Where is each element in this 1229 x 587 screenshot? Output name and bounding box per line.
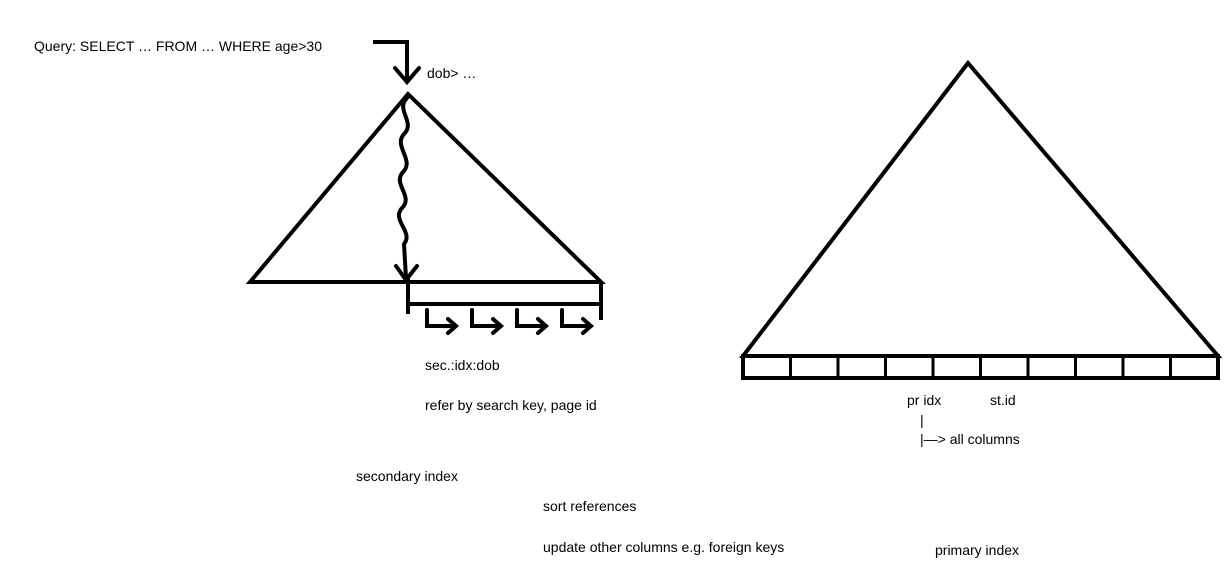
refer-label: refer by search key, page id bbox=[425, 397, 597, 413]
pointer-bar-label: | bbox=[920, 412, 924, 428]
search-path-squiggle bbox=[397, 96, 410, 280]
primary-index-tree bbox=[738, 59, 1223, 358]
primary-index-key-label: pr idx bbox=[907, 392, 942, 408]
leaf-scan-arrow bbox=[560, 308, 595, 335]
query-arrow bbox=[373, 40, 409, 80]
primary-index-label: primary index bbox=[935, 542, 1020, 558]
dob-condition-label: dob> … bbox=[427, 65, 477, 81]
all-columns-label: |—> all columns bbox=[920, 431, 1020, 447]
secondary-leaf-level bbox=[406, 278, 603, 320]
leaf-scan-arrow bbox=[515, 308, 550, 335]
leaf-scan-arrow bbox=[425, 308, 460, 335]
primary-leaf-cells bbox=[789, 356, 1172, 378]
secondary-index-name-label: sec.:idx:dob bbox=[425, 357, 500, 373]
secondary-index-tree bbox=[245, 91, 606, 284]
query-arrow-head bbox=[393, 66, 421, 86]
query-label: Query: SELECT … FROM … WHERE age>30 bbox=[34, 38, 322, 54]
leaf-scan-arrow bbox=[470, 308, 505, 335]
leaf-scan-arrows bbox=[425, 308, 595, 335]
st-id-label: st.id bbox=[990, 392, 1016, 408]
secondary-index-label: secondary index bbox=[356, 468, 458, 484]
update-columns-label: update other columns e.g. foreign keys bbox=[543, 539, 785, 555]
sort-references-label: sort references bbox=[543, 498, 637, 514]
